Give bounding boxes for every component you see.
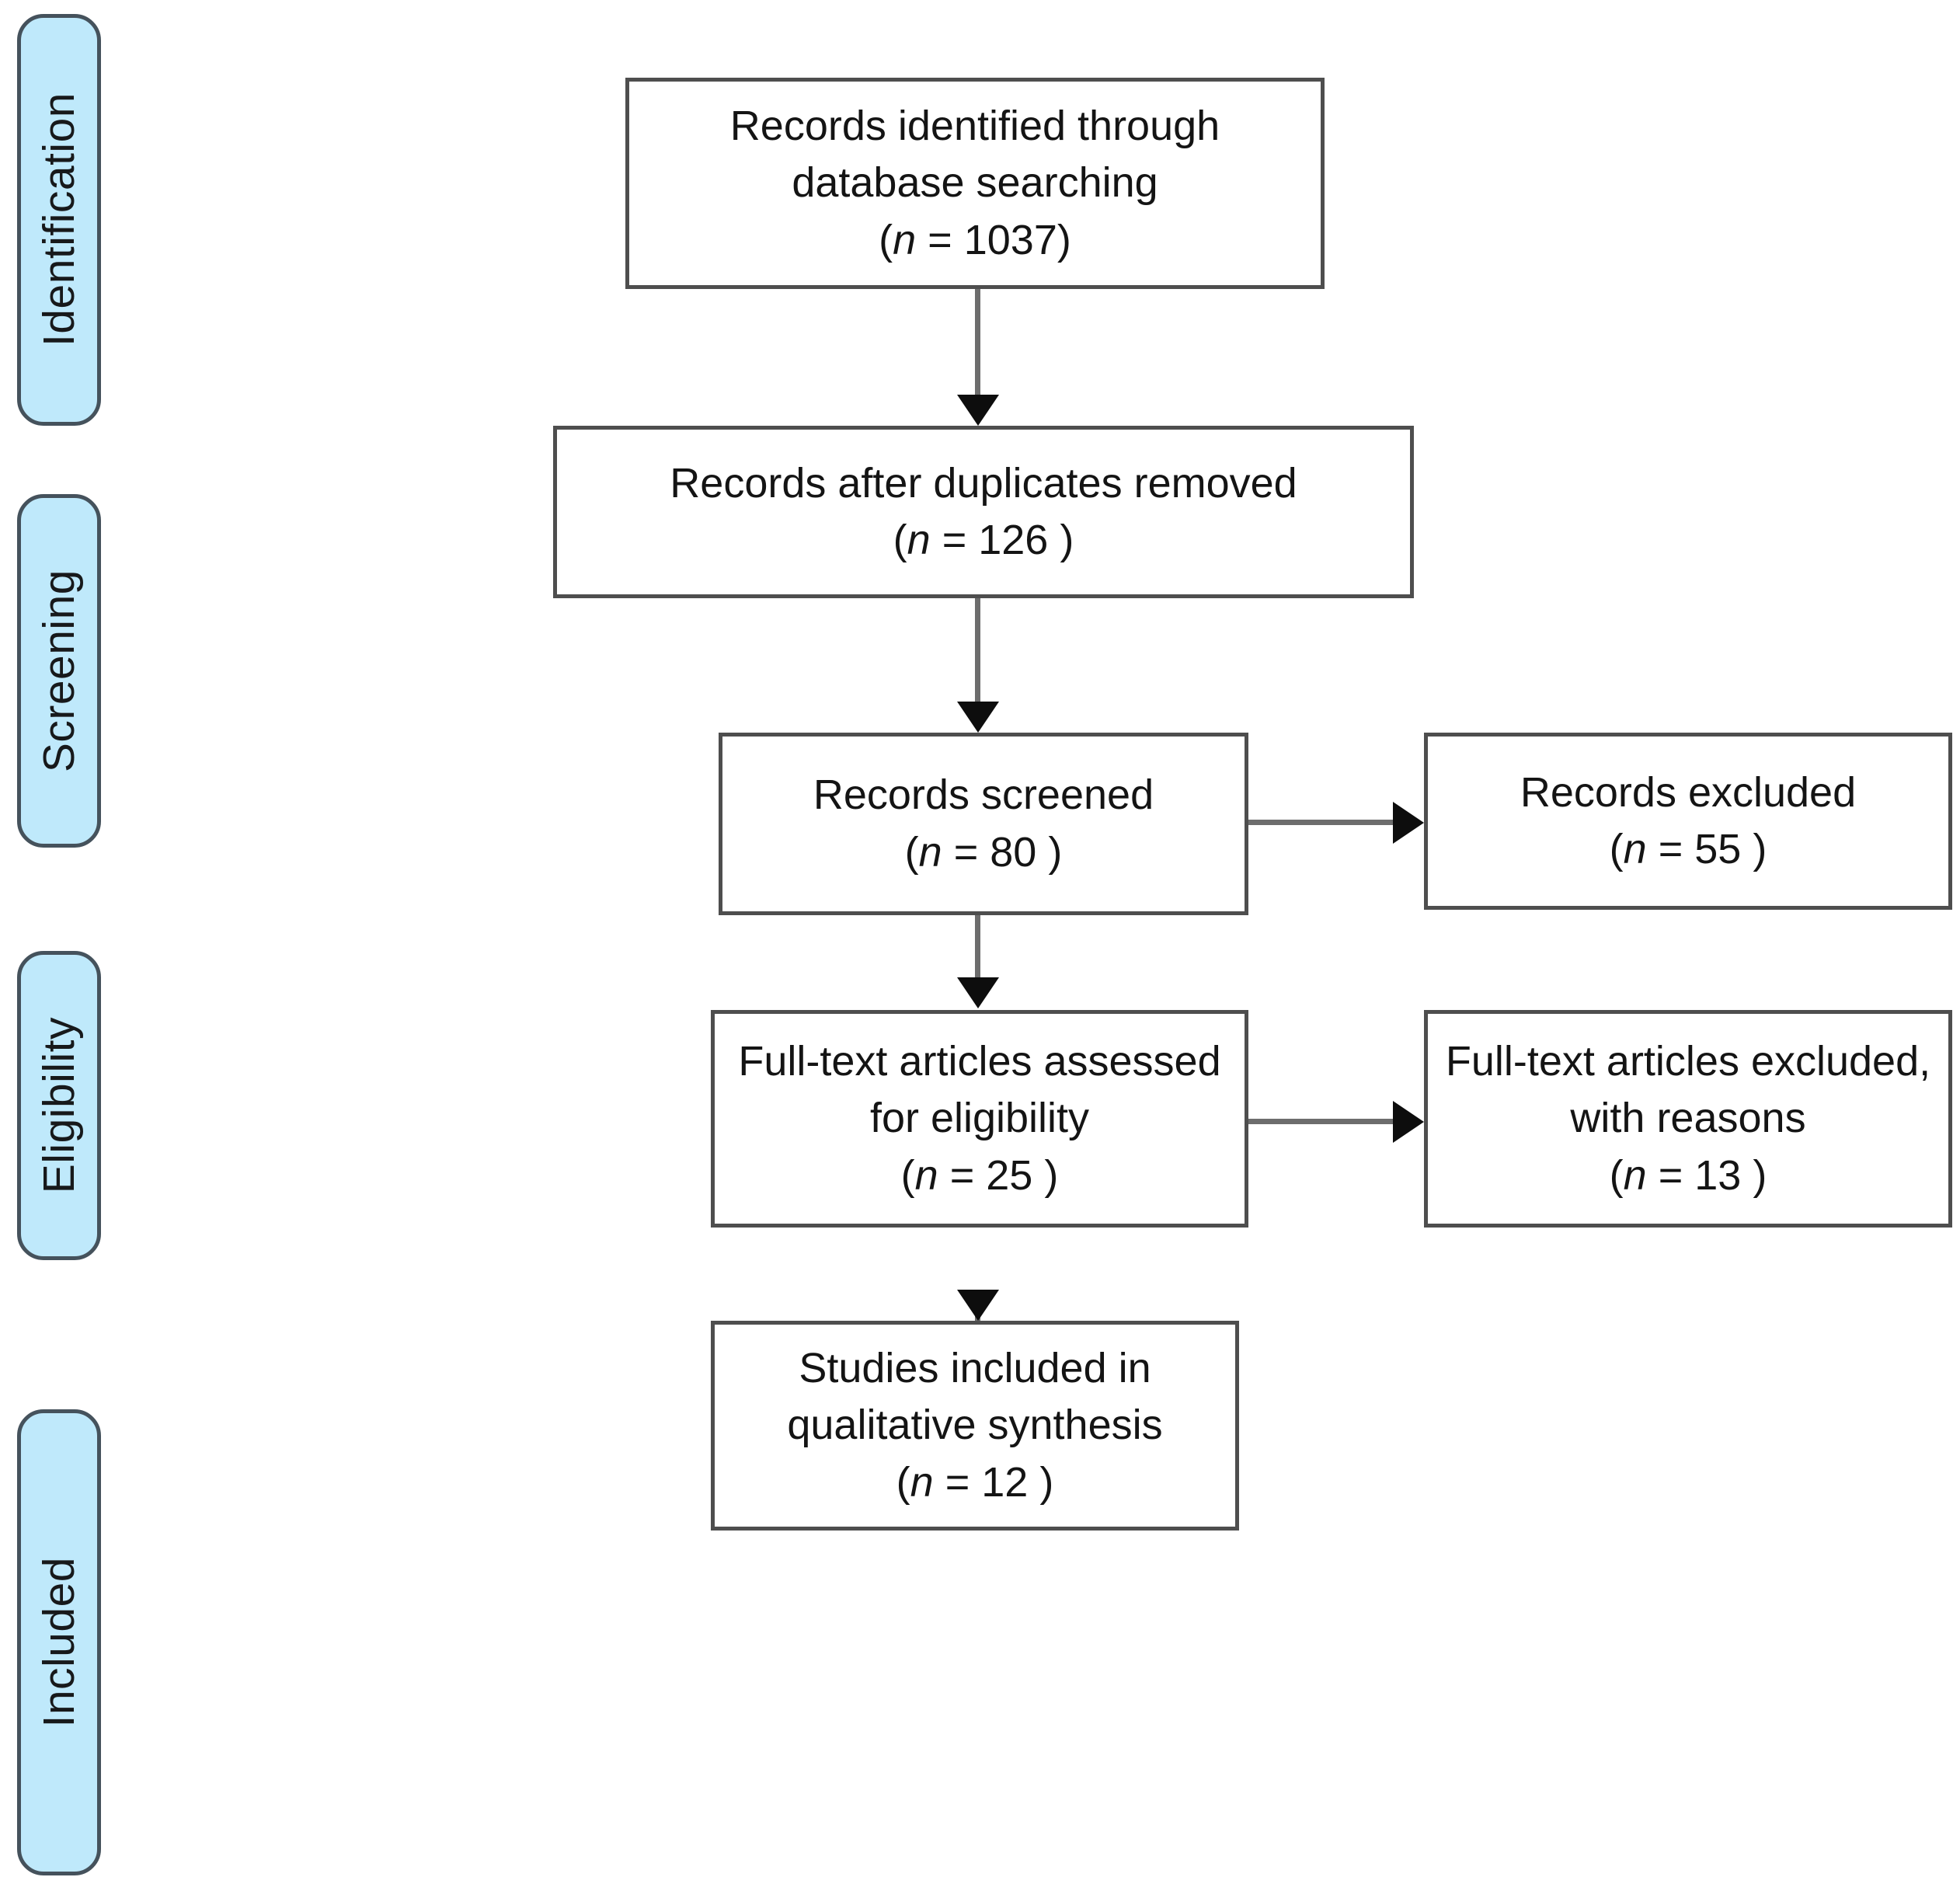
equals-sign: =: [1646, 826, 1695, 872]
box-fulltext-excluded-line-2: with reasons: [1570, 1095, 1806, 1142]
box-fulltext-assessed-line-1: Full-text articles assessed: [738, 1037, 1221, 1085]
stage-label-screening: Screening: [34, 569, 84, 773]
equals-sign: =: [916, 216, 964, 263]
n-symbol: n: [1623, 1151, 1647, 1199]
stage-pill-screening: Screening: [17, 494, 101, 848]
count-value: 80: [990, 828, 1049, 876]
n-symbol: n: [918, 828, 942, 876]
box-records-after-duplicates: Records after duplicates removed (n = 12…: [553, 426, 1414, 598]
connector-fulltext-to-excluded: [1246, 1119, 1398, 1124]
paren-open: (: [1609, 826, 1624, 872]
equals-sign: =: [1646, 1151, 1695, 1199]
connector-duplicates-to-screened: [975, 597, 980, 705]
paren-open: (: [896, 1458, 910, 1506]
stage-pill-included: Included: [17, 1409, 101, 1875]
paren-open: (: [893, 517, 907, 563]
paren-open: (: [1609, 1151, 1624, 1199]
n-symbol: n: [914, 1151, 938, 1199]
box-records-after-duplicates-count: (n = 126 ): [893, 512, 1074, 569]
arrowhead-duplicates-to-screened: [957, 702, 999, 733]
box-fulltext-assessed-line-2: for eligibility: [869, 1095, 1090, 1142]
stage-label-included: Included: [34, 1557, 84, 1728]
count-value: 13: [1694, 1151, 1753, 1199]
paren-close: ): [1039, 1458, 1054, 1506]
paren-close: ): [1048, 828, 1063, 876]
count-value: 126: [978, 517, 1060, 563]
count-value: 55: [1694, 826, 1753, 872]
equals-sign: =: [942, 828, 990, 876]
box-records-identified-line-1: Records identified through: [729, 102, 1220, 149]
stage-label-eligibility: Eligibility: [34, 1017, 84, 1194]
paren-open: (: [900, 1151, 915, 1199]
box-records-identified: Records identified through database sear…: [625, 78, 1325, 289]
box-studies-included-line-2: qualitative synthesis: [787, 1402, 1163, 1449]
box-fulltext-assessed: Full-text articles assessed for eligibil…: [711, 1010, 1248, 1228]
stage-pill-eligibility: Eligibility: [17, 951, 101, 1260]
connector-screened-to-fulltext: [975, 914, 980, 982]
box-studies-included-line-1: Studies included in: [799, 1344, 1151, 1391]
box-records-screened-count: (n = 80 ): [905, 824, 1063, 881]
box-fulltext-excluded-count: (n = 13 ): [1610, 1147, 1767, 1204]
arrowhead-screened-to-fulltext: [957, 977, 999, 1008]
box-studies-included-count: (n = 12 ): [896, 1454, 1054, 1511]
arrowhead-fulltext-to-excluded: [1393, 1101, 1424, 1143]
n-symbol: n: [910, 1458, 934, 1506]
connector-screened-to-excluded: [1246, 820, 1398, 825]
box-records-identified-line-2: database searching: [792, 159, 1158, 207]
count-value: 12: [981, 1458, 1040, 1506]
box-records-excluded-count: (n = 55 ): [1610, 821, 1767, 878]
box-records-excluded-line-1: Records excluded: [1520, 768, 1857, 816]
box-fulltext-excluded: Full-text articles excluded, with reason…: [1424, 1010, 1952, 1228]
arrowhead-identified-to-duplicates: [957, 395, 999, 426]
count-value: 25: [986, 1151, 1045, 1199]
box-records-screened-line-1: Records screened: [813, 771, 1154, 819]
paren-close: ): [1057, 216, 1071, 263]
stage-label-identification: Identification: [34, 92, 84, 347]
stage-pill-identification: Identification: [17, 14, 101, 426]
paren-open: (: [879, 216, 893, 263]
n-symbol: n: [907, 517, 931, 563]
count-value: 1037: [963, 216, 1057, 263]
box-fulltext-assessed-count: (n = 25 ): [901, 1147, 1059, 1204]
equals-sign: =: [938, 1151, 987, 1199]
paren-close: ): [1044, 1151, 1059, 1199]
paren-close: ): [1753, 1151, 1767, 1199]
box-fulltext-excluded-line-1: Full-text articles excluded,: [1445, 1037, 1931, 1085]
paren-open: (: [904, 828, 919, 876]
arrowhead-fulltext-to-included: [957, 1290, 999, 1321]
box-records-identified-count: (n = 1037): [879, 212, 1071, 269]
paren-close: ): [1753, 826, 1767, 872]
box-records-excluded: Records excluded (n = 55 ): [1424, 733, 1952, 910]
n-symbol: n: [1623, 826, 1647, 872]
paren-close: ): [1060, 517, 1074, 563]
box-studies-included: Studies included in qualitative synthesi…: [711, 1321, 1239, 1531]
n-symbol: n: [893, 216, 917, 263]
box-records-screened: Records screened (n = 80 ): [719, 733, 1248, 915]
equals-sign: =: [933, 1458, 982, 1506]
arrowhead-screened-to-excluded: [1393, 802, 1424, 844]
box-records-after-duplicates-line-1: Records after duplicates removed: [670, 459, 1297, 507]
connector-identified-to-duplicates: [975, 286, 980, 402]
equals-sign: =: [930, 517, 979, 563]
